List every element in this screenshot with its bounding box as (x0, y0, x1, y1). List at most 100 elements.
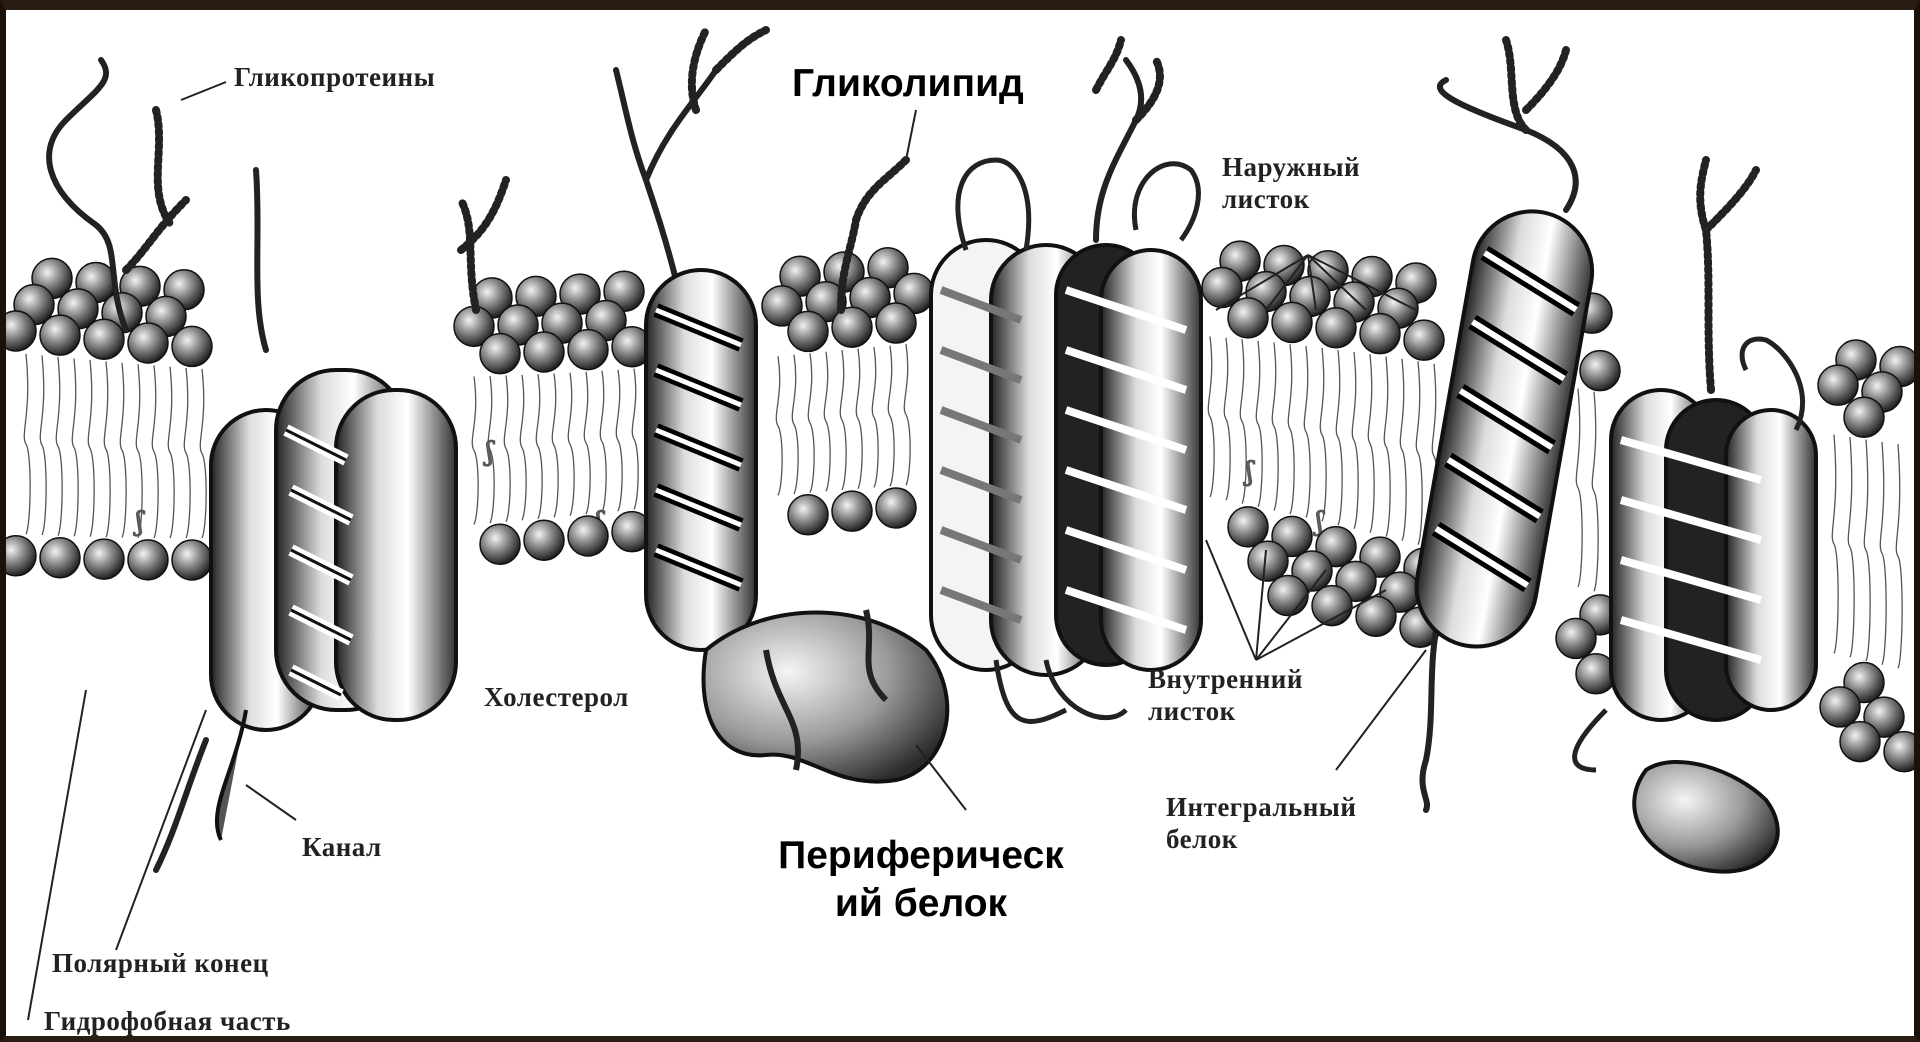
lipid-head (1884, 732, 1914, 772)
lipid-tail (1352, 352, 1358, 529)
lipid-head (128, 540, 168, 580)
lipid-head (84, 539, 124, 579)
lipid-tail (168, 367, 174, 538)
lipid-tail (1272, 342, 1278, 510)
lipid-head (1228, 507, 1268, 547)
lipid-tail (856, 349, 862, 489)
label-inner-leaflet-line2: листок (1148, 696, 1303, 728)
lipid-head (568, 330, 608, 370)
helix-protein-center (646, 270, 756, 650)
lipid-head (172, 540, 212, 580)
label-channel: Канал (302, 832, 382, 864)
lipid-head (788, 311, 828, 351)
label-outer-leaflet-line1: Наружный (1222, 152, 1360, 184)
lipid-head (128, 323, 168, 363)
lipid-tail (104, 361, 110, 537)
lipid-tail (1880, 442, 1886, 665)
lipid-tail (1336, 350, 1342, 525)
cholesterol-mark: ʃ (133, 507, 145, 537)
lipid-tail (504, 375, 510, 521)
lipid-head (1820, 687, 1860, 727)
lipid-tail (1416, 361, 1422, 544)
label-peripheral-protein-line2: ий белок (756, 880, 1086, 928)
lipid-head (6, 536, 36, 576)
protein-group-right (1575, 339, 1816, 872)
lipid-head (524, 332, 564, 372)
lipid-tail (1864, 440, 1870, 661)
cholesterol-mark: ʃ (1243, 457, 1255, 487)
lipid-tail (1304, 346, 1310, 518)
lipid-tail (1368, 354, 1374, 532)
lipid-head (1316, 308, 1356, 348)
lipid-head (480, 334, 520, 374)
lipid-head (1404, 320, 1444, 360)
label-peripheral-protein: Периферическ ий белок (756, 832, 1086, 927)
lipid-head (40, 315, 80, 355)
lipid-tail (1848, 437, 1854, 657)
lipid-head (568, 516, 608, 556)
lipid-tail (792, 355, 798, 494)
lipid-tail (808, 353, 814, 492)
label-inner-leaflet: Внутренний листок (1148, 664, 1303, 728)
lipid-tail (872, 347, 878, 487)
lipid-head (524, 520, 564, 560)
lipid-head (84, 319, 124, 359)
lipid-tail (1256, 341, 1262, 507)
lipid-head (832, 491, 872, 531)
lipid-tail (88, 360, 94, 537)
lipid-head (1818, 365, 1858, 405)
lipid-tail (152, 365, 158, 537)
lipid-tail (472, 376, 478, 524)
lipid-head (876, 488, 916, 528)
lipid-tail (888, 346, 894, 487)
lipid-tail (616, 370, 622, 511)
lipid-tail (1400, 359, 1406, 541)
lipid-tail (1288, 344, 1294, 514)
lipid-tail (568, 373, 574, 516)
lipid-tail (824, 352, 830, 492)
lipid-tail (56, 357, 62, 536)
lipid-tail (840, 350, 846, 490)
lipid-tail (776, 356, 782, 495)
lipid-head (1268, 576, 1308, 616)
lipid-tail (40, 355, 46, 535)
lipid-tail (600, 371, 606, 513)
lipid-head (1580, 351, 1620, 391)
label-integral-protein-line2: белок (1166, 824, 1356, 856)
lipid-tail (904, 344, 910, 485)
lipid-head (788, 495, 828, 535)
multi-helix-protein (931, 160, 1201, 722)
lipid-tail (184, 368, 190, 538)
lipid-tail (200, 369, 206, 538)
lipid-tail (1320, 348, 1326, 521)
lipid-tail (1896, 444, 1902, 668)
label-hydrophobic-part: Гидрофобная часть (44, 1006, 291, 1038)
label-polar-end: Полярный конец (52, 948, 269, 980)
lipid-tail (1576, 389, 1582, 587)
lipid-tail (1384, 357, 1390, 537)
lipid-tail (72, 358, 78, 536)
lipid-head (1840, 722, 1880, 762)
lipid-head (40, 538, 80, 578)
lipid-tail (1224, 338, 1230, 500)
label-outer-leaflet: Наружный листок (1222, 152, 1360, 216)
lipid-head (876, 303, 916, 343)
label-outer-leaflet-line2: листок (1222, 184, 1360, 216)
lipid-tail (584, 372, 590, 514)
integral-protein (1407, 202, 1602, 656)
label-integral-protein: Интегральный белок (1166, 792, 1356, 856)
label-glycolipid: Гликолипид (792, 60, 1024, 108)
lipid-head (1248, 541, 1288, 581)
lipid-tail (1592, 392, 1598, 592)
lipid-head (1272, 302, 1312, 342)
lipid-head (1844, 397, 1884, 437)
lipid-tail (1832, 435, 1838, 654)
lipid-tail (120, 363, 126, 538)
lipid-tail (552, 373, 558, 517)
channel-protein (211, 370, 456, 840)
lipid-tail (520, 375, 526, 520)
lipid-head (832, 307, 872, 347)
label-peripheral-protein-line1: Периферическ (756, 832, 1086, 880)
lipid-tail (632, 369, 638, 510)
